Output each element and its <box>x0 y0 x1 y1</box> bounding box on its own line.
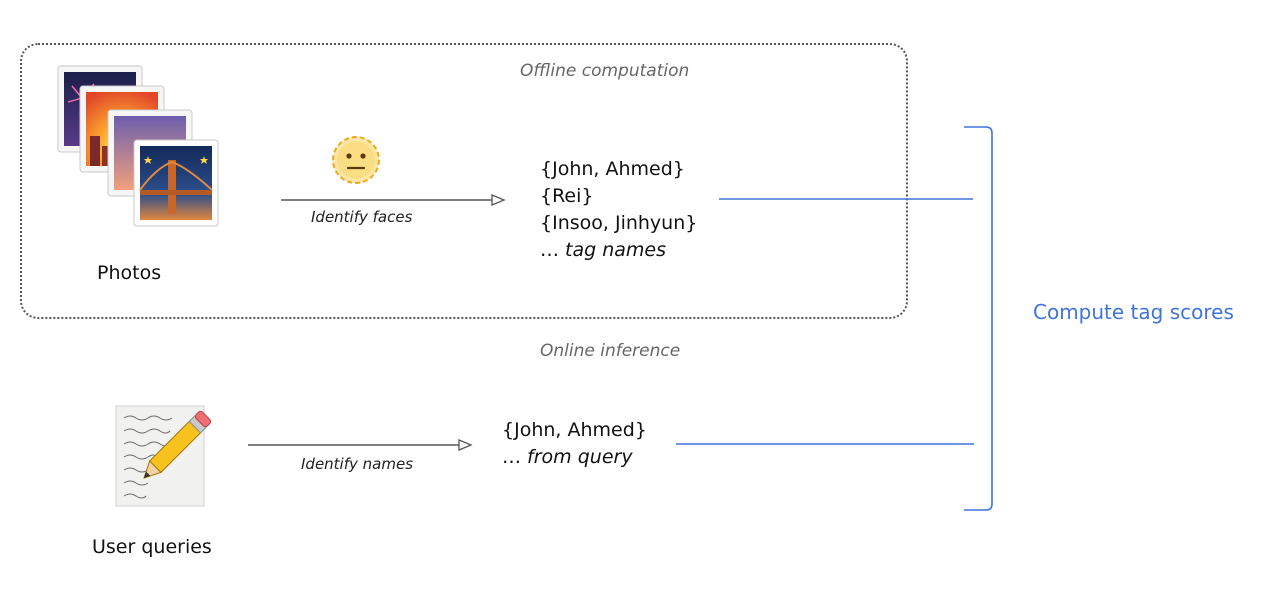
online-connector-line <box>676 443 974 445</box>
identify-faces-arrow <box>281 194 506 206</box>
from-query-text: from query <box>527 446 633 468</box>
tag-item: {John, Ahmed} <box>540 158 685 180</box>
identify-faces-label: Identify faces <box>311 208 413 226</box>
compute-tag-scores-label: Compute tag scores <box>1033 300 1234 324</box>
identify-names-arrow <box>248 439 473 451</box>
photos-label: Photos <box>97 262 162 284</box>
photos-stack-icon <box>57 65 219 227</box>
tag-item: {Insoo, Jinhyun} <box>540 212 698 234</box>
merge-bracket <box>964 126 993 511</box>
ellipsis: … <box>502 446 521 468</box>
online-tag-list: {John, Ahmed} … from query <box>502 417 647 471</box>
tag-item: {John, Ahmed} <box>502 419 647 441</box>
user-queries-label: User queries <box>92 536 212 558</box>
offline-connector-line <box>719 198 973 200</box>
ellipsis: … <box>540 239 559 261</box>
offline-title: Offline computation <box>520 61 690 81</box>
from-query-line: … from query <box>502 444 647 471</box>
online-title: Online inference <box>540 341 681 361</box>
tag-item: {Rei} <box>540 185 594 207</box>
tag-names-line: … tag names <box>540 237 697 264</box>
tag-names-text: tag names <box>565 239 667 261</box>
identify-names-label: Identify names <box>301 455 414 473</box>
offline-computation-box <box>20 43 908 319</box>
note-pencil-icon <box>115 405 212 507</box>
offline-tag-list: {John, Ahmed} {Rei} {Insoo, Jinhyun} … t… <box>540 156 697 264</box>
neutral-face-icon <box>332 136 380 184</box>
